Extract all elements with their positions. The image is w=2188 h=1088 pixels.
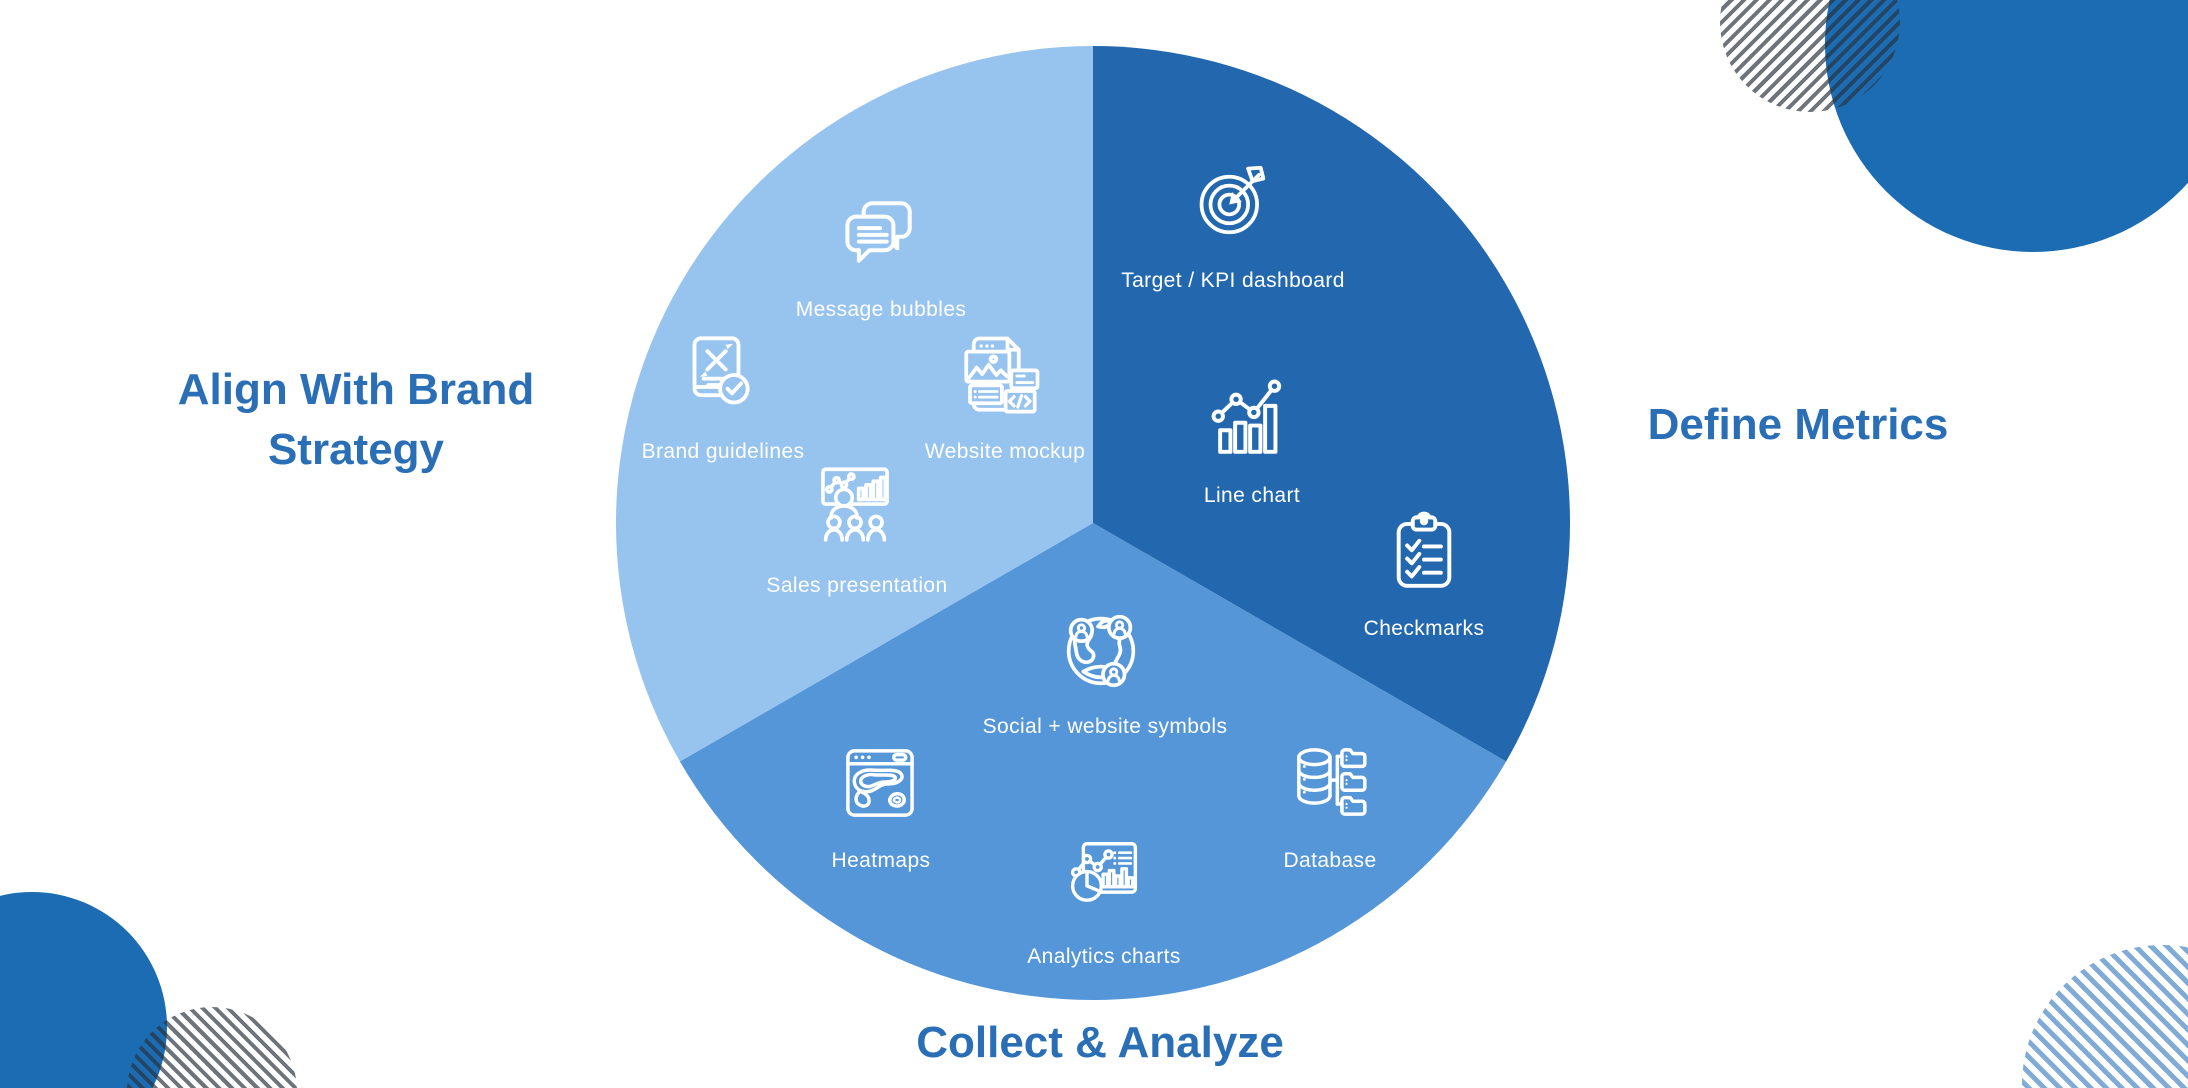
item-label-line-chart: Line chart — [1203, 484, 1301, 507]
pie-segment-collect-analyze — [679, 523, 1507, 1001]
item-label-target-kpi-dashboard: Target / KPI dashboard — [1121, 269, 1345, 292]
target-icon — [1189, 157, 1275, 243]
pie-segment-align-brand — [615, 46, 1093, 762]
analytics-charts-icon — [1061, 833, 1147, 919]
title-line-2: Strategy — [267, 425, 445, 474]
message-bubbles-icon — [834, 186, 926, 278]
globe-users-icon — [1054, 602, 1148, 696]
section-title-align-brand: Align With Brand Strategy — [178, 360, 534, 480]
item-label-analytics-charts: Analytics charts — [1027, 945, 1181, 968]
item-label-message-bubbles: Message bubbles — [795, 298, 967, 321]
item-label-heatmaps: Heatmaps — [831, 849, 931, 872]
item-label-social-website-symbols: Social + website symbols — [982, 715, 1228, 738]
checklist-icon — [1379, 508, 1469, 598]
brand-guidelines-icon — [678, 331, 766, 419]
item-label-sales-presentation: Sales presentation — [766, 574, 948, 597]
line-chart-icon — [1207, 374, 1297, 464]
heatmap-icon — [836, 739, 924, 827]
sales-presentation-icon — [811, 461, 899, 549]
item-label-database: Database — [1283, 849, 1377, 872]
database-icon — [1286, 738, 1374, 826]
website-mockup-icon — [955, 331, 1045, 421]
item-label-website-mockup: Website mockup — [924, 440, 1086, 463]
title-line-1: Align With Brand — [177, 365, 535, 414]
section-title-define-metrics: Define Metrics — [1647, 400, 1949, 449]
section-title-collect-analyze: Collect & Analyze — [916, 1018, 1284, 1067]
item-label-checkmarks: Checkmarks — [1363, 617, 1485, 640]
item-label-brand-guidelines: Brand guidelines — [641, 440, 805, 463]
